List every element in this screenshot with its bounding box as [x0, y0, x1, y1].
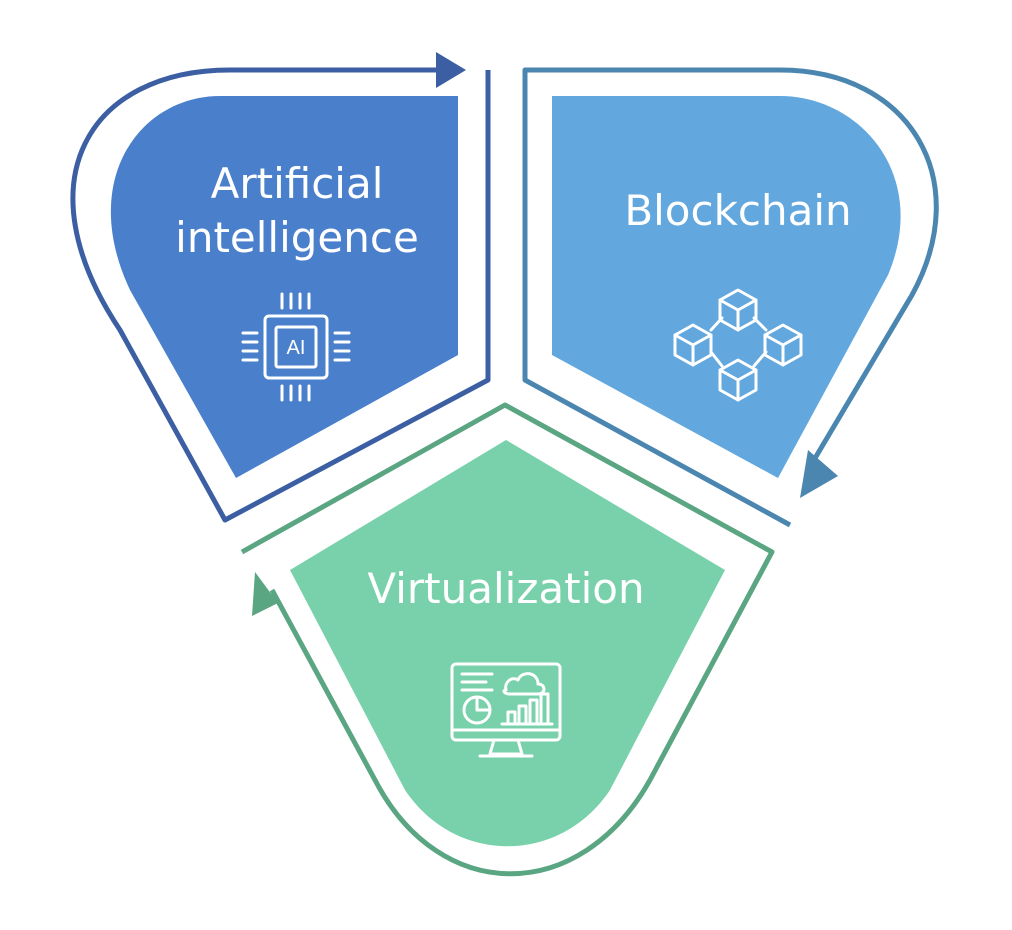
ai-label-line1: Artificial [211, 159, 384, 208]
virtualization-outline-arrow [240, 402, 775, 877]
blockchain-segment [552, 96, 901, 478]
monitor-dashboard-cloud-icon [450, 662, 562, 758]
blockchain-label: Blockchain [624, 186, 851, 235]
ai-outline-arrow [70, 52, 491, 523]
ai-chip-text: AI [287, 337, 306, 359]
blockchain-outline-arrow [522, 67, 939, 528]
virtualization-label: Virtualization [367, 564, 644, 613]
ai-segment [110, 96, 459, 478]
blockchain-cubes-icon [673, 288, 803, 402]
ai-label-line2: intelligence [175, 213, 419, 262]
ai-chip-icon: AI [241, 292, 351, 402]
virtualization-segment [290, 440, 725, 847]
